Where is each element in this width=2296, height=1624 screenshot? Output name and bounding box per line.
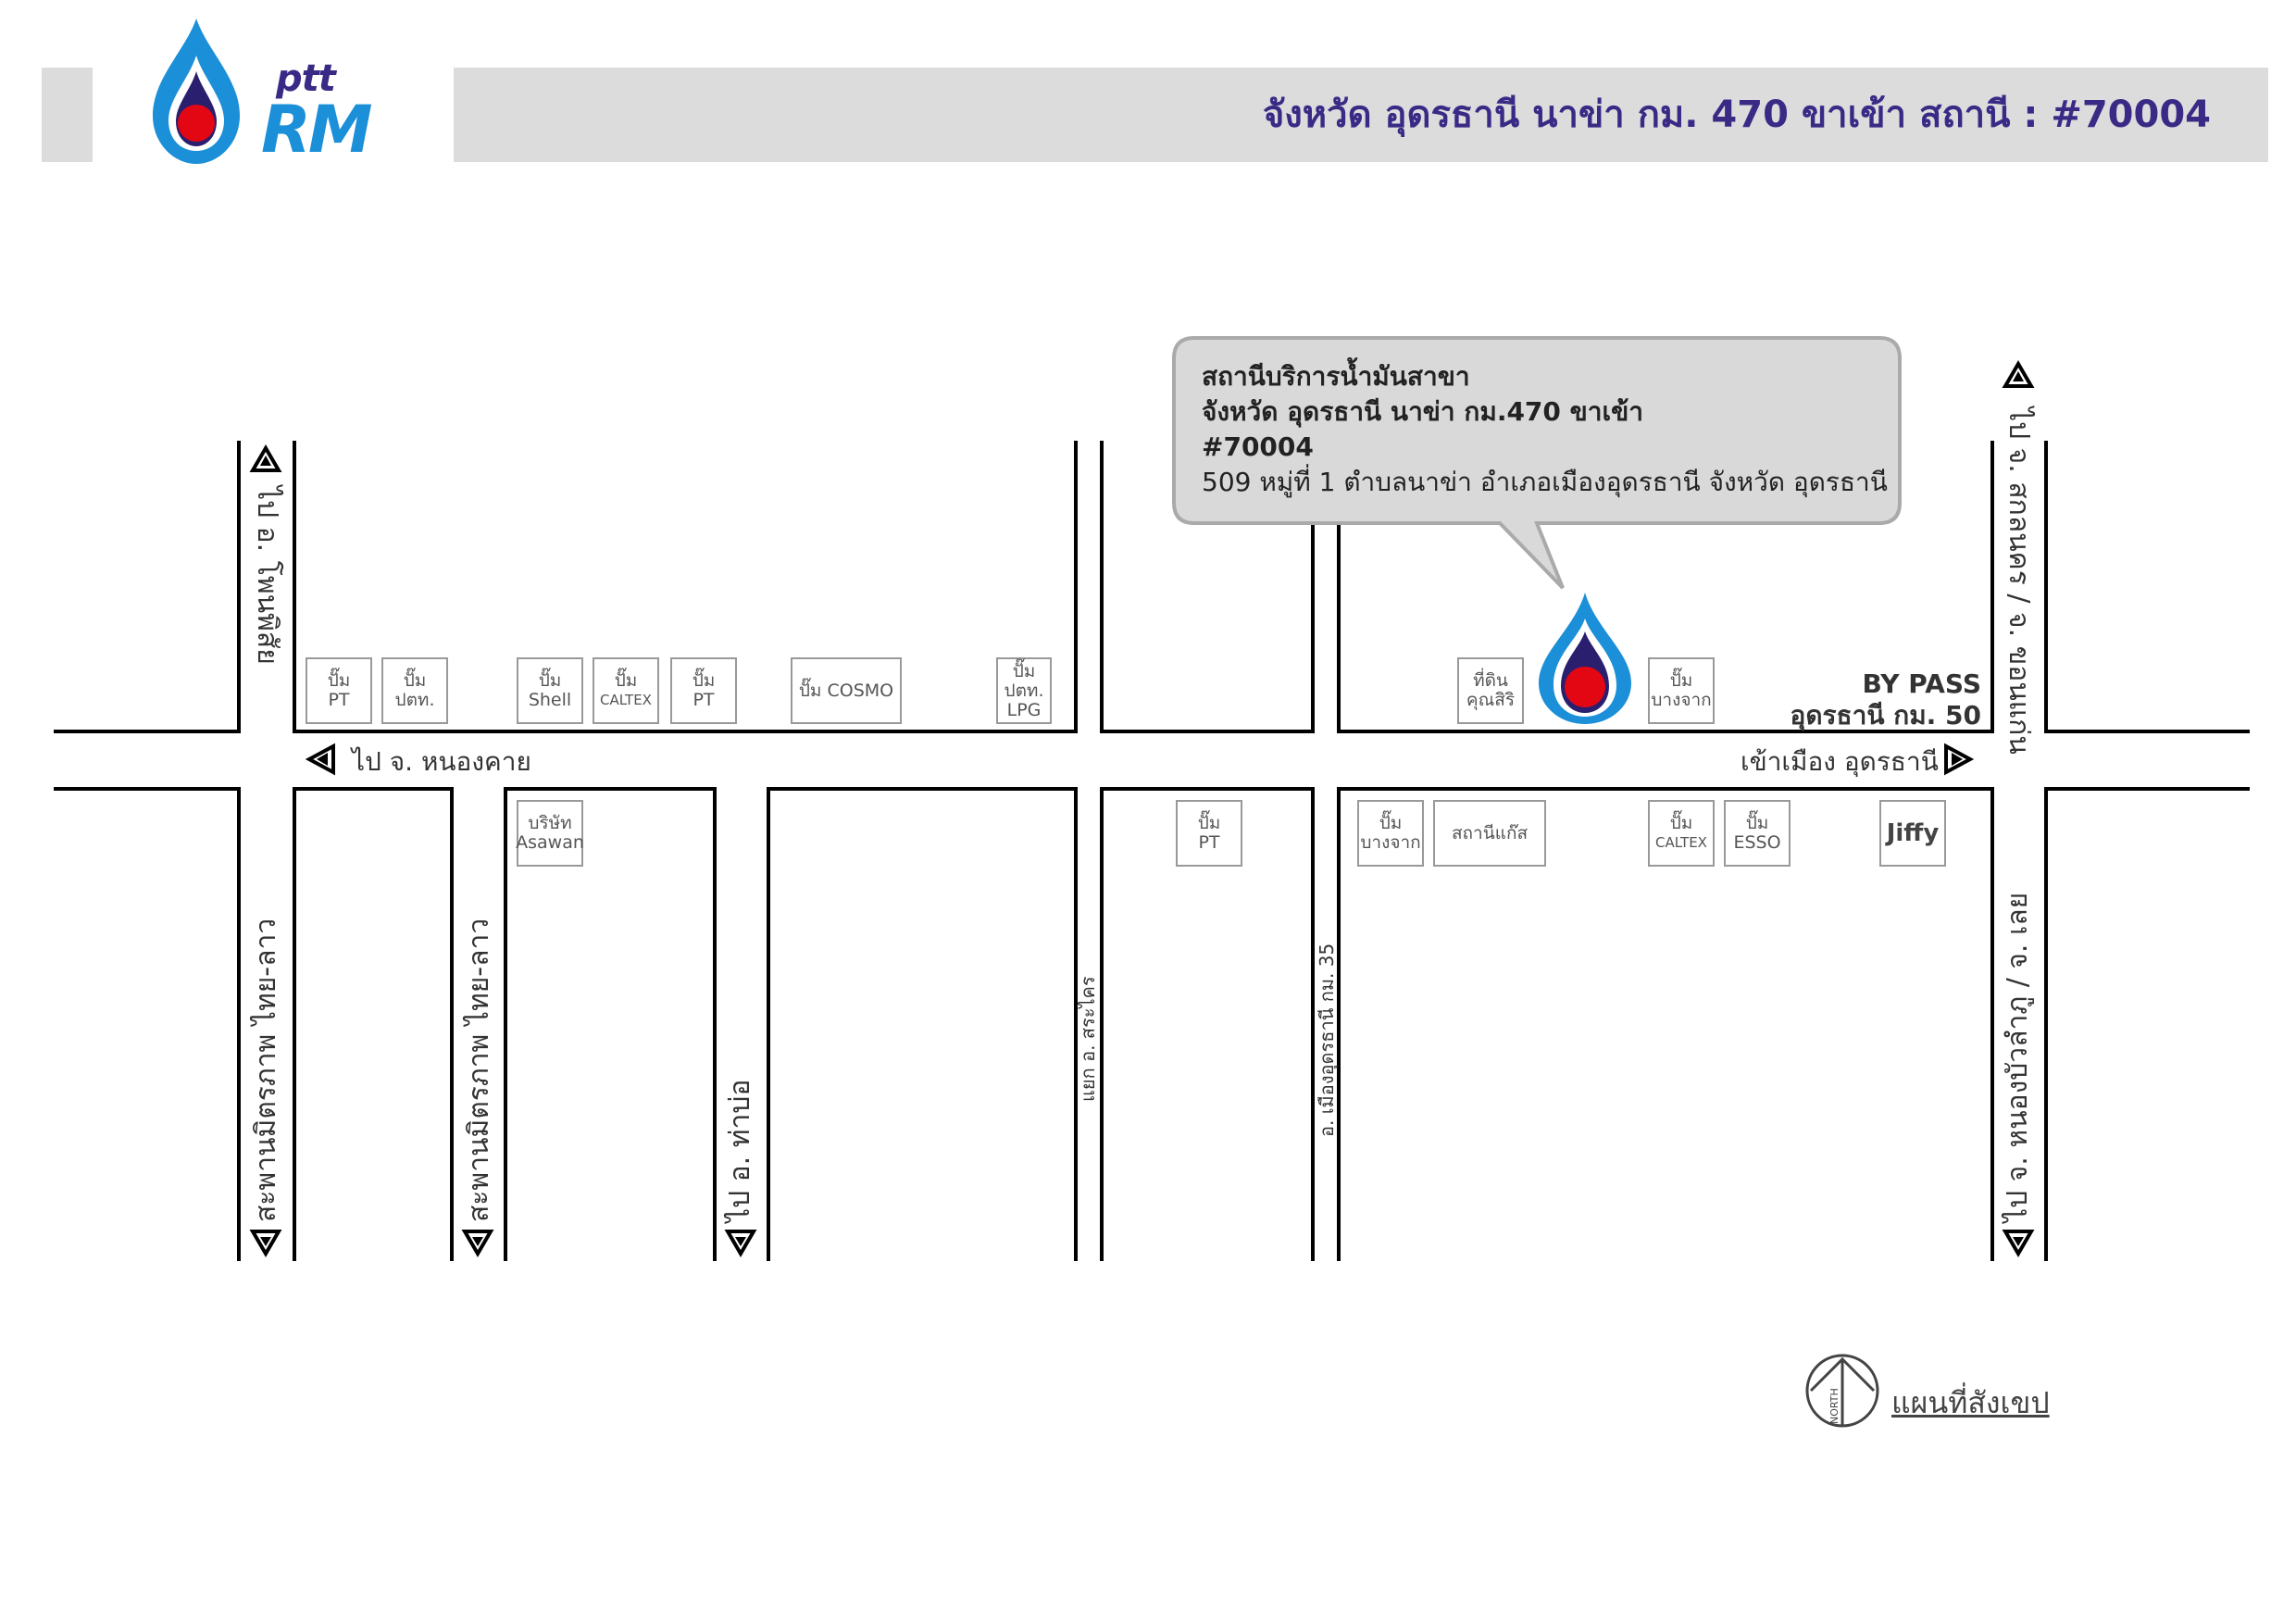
- page-title: จังหวัด อุดรธานี นาข่า กม. 470 ขาเข้า สถ…: [1262, 94, 2211, 136]
- north-small-label: NORTH: [1828, 1388, 1841, 1424]
- direction-arrow-down-icon: [249, 1230, 2035, 1257]
- logo-text-rm: RM: [261, 92, 373, 168]
- road-label-south-5: อ. เมืองอุดรธานี กม. 35: [1316, 943, 1338, 1137]
- landmark-box: ปั๊ม COSMO: [791, 657, 902, 724]
- road-edge: [2044, 787, 2250, 1261]
- landmark-box: ที่ดินคุณสิริ: [1457, 657, 1524, 724]
- landmark-box: ปั๊มปตท.: [381, 657, 448, 724]
- logo-text-ptt: ptt: [276, 57, 336, 100]
- road-edge: [54, 787, 241, 1261]
- station-marker-icon: [1539, 593, 1631, 724]
- station-callout: สถานีบริการน้ำมันสาขา จังหวัด อุดรธานี น…: [1202, 359, 1888, 500]
- road-edge: [1337, 441, 1994, 733]
- road-label-north-right: ไป จ. สกลนคร / จ. ขอนแก่น: [2003, 407, 2035, 755]
- road-edge: [293, 441, 1078, 733]
- callout-line-1: สถานีบริการน้ำมันสาขา: [1202, 361, 1470, 392]
- north-arrow-icon: [1805, 1354, 1879, 1428]
- road-edge: [54, 441, 241, 733]
- road-label-south-4: แยก อ. สระไคร: [1077, 976, 1099, 1102]
- header-bar: [454, 68, 2268, 162]
- callout-line-3: #70004: [1202, 431, 1314, 462]
- road-edge: [504, 787, 717, 1261]
- road-label-south-3: ไป อ. ท่าบ่อ: [724, 1079, 756, 1222]
- road-label-south-2: สะพานมิตรภาพ ไทย-ลาว: [463, 918, 495, 1222]
- road-label-south-1: สะพานมิตรภาพ ไทย-ลาว: [250, 918, 282, 1222]
- road-edge: [293, 787, 454, 1261]
- landmark-box: Jiffy: [1879, 800, 1946, 867]
- header-left-block: [42, 68, 93, 162]
- bypass-line-2: อุดรธานี กม. 50: [1790, 700, 1982, 731]
- road-edge: [2044, 441, 2250, 733]
- main-road-west-label: ไป จ. หนองคาย: [352, 746, 531, 777]
- road-label-north-left: ไป อ. โพนพิสัย: [251, 486, 283, 665]
- callout-bubble: [1172, 336, 1902, 590]
- landmark-box: ปั๊มบางจาก: [1648, 657, 1715, 724]
- landmark-box: สถานีแก๊ส: [1433, 800, 1546, 867]
- road-label-south-6: ไป จ. หนองบัวลำภู / จ. เลย: [2002, 892, 2034, 1222]
- callout-line-2: จังหวัด อุดรธานี นาข่า กม.470 ขาเข้า: [1202, 396, 1643, 427]
- road-edge: [767, 787, 1078, 1261]
- pttrm-drop-logo-icon: [153, 19, 240, 164]
- landmark-box: ปั๊มบางจาก: [1357, 800, 1424, 867]
- bypass-line-1: BY PASS: [1862, 668, 1981, 699]
- callout-address: 509 หมู่ที่ 1 ตำบลนาข่า อำเภอเมืองอุดรธา…: [1202, 467, 1888, 497]
- landmark-box: ปั๊มปตท.LPG: [996, 657, 1052, 724]
- road-edge: [1100, 441, 1315, 733]
- road-edge: [1100, 787, 1315, 1261]
- bypass-label: BY PASS อุดรธานี กม. 50: [1791, 668, 1982, 731]
- sketch-map-label: แผนที่สังเขป: [1891, 1385, 2050, 1420]
- road-edge: [1337, 787, 1994, 1261]
- main-road-east-label: เข้าเมือง อุดรธานี: [1741, 746, 1939, 777]
